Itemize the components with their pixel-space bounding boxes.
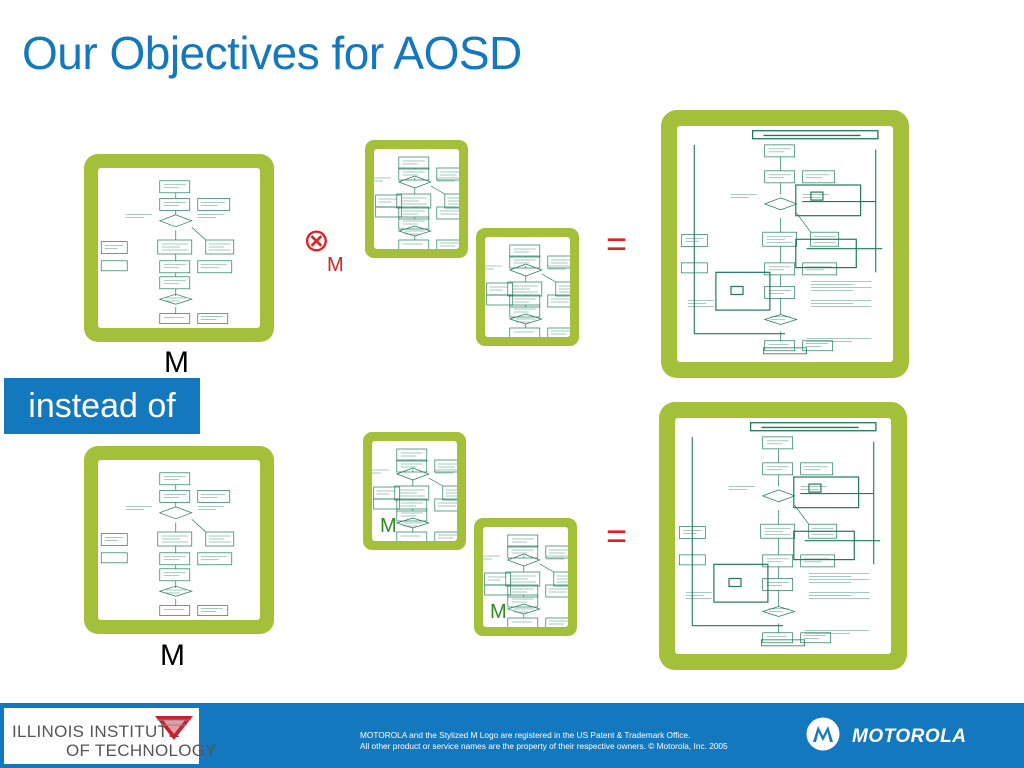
aspect-flowchart-bottom-2 (483, 534, 568, 627)
weave-operator: ⊗ (303, 222, 330, 258)
woven-flowchart-top (680, 130, 883, 355)
aspect-label-bottom-1: M (380, 515, 397, 537)
institution-name-line1: ILLINOIS INSTITUTE (12, 722, 180, 741)
woven-diagram-frame-top (661, 110, 909, 378)
motorola-batwing-logo-icon (806, 717, 840, 751)
aspect-diagram-frame-bottom-2 (474, 518, 577, 636)
aspect-flowchart-top-1 (374, 156, 459, 249)
base-diagram-frame-top (84, 154, 274, 342)
aspect-diagram-frame-top-1 (365, 140, 468, 258)
iit-triangle-logo-icon (155, 716, 193, 740)
aspect-diagram-frame-bottom-1 (363, 432, 466, 550)
aspect-flowchart-bottom-1 (372, 448, 457, 541)
base-diagram-label-bottom: M (160, 639, 185, 672)
institution-name-line2: OF TECHNOLOGY (66, 741, 217, 760)
aspect-flowchart-top-2 (485, 244, 570, 337)
iit-logo-box: ILLINOIS INSTITUTE OF TECHNOLOGY (4, 708, 217, 764)
base-flowchart-top (100, 180, 235, 324)
aspect-diagram-frame-top-2 (476, 228, 579, 346)
aspect-label-bottom-2: M (490, 601, 507, 623)
legal-line-1: MOTOROLA and the Stylized M Logo are reg… (360, 730, 691, 740)
legal-notice: MOTOROLA and the Stylized M Logo are reg… (360, 730, 728, 752)
woven-flowchart-bottom (678, 422, 881, 647)
equals-sign-top: = (606, 223, 628, 264)
equals-sign-bottom: = (606, 515, 628, 556)
woven-diagram-frame-bottom (659, 402, 907, 670)
slide-title: Our Objectives for AOSD (22, 27, 522, 79)
legal-line-2: All other product or service names are t… (360, 741, 728, 751)
motorola-wordmark: MOTOROLA (852, 726, 967, 747)
base-flowchart-bottom (100, 472, 235, 616)
base-diagram-frame-bottom (84, 446, 274, 634)
instead-of-banner: instead of (4, 378, 200, 434)
weave-operator-subscript: M (327, 254, 344, 276)
base-diagram-label-top: M (164, 346, 189, 379)
